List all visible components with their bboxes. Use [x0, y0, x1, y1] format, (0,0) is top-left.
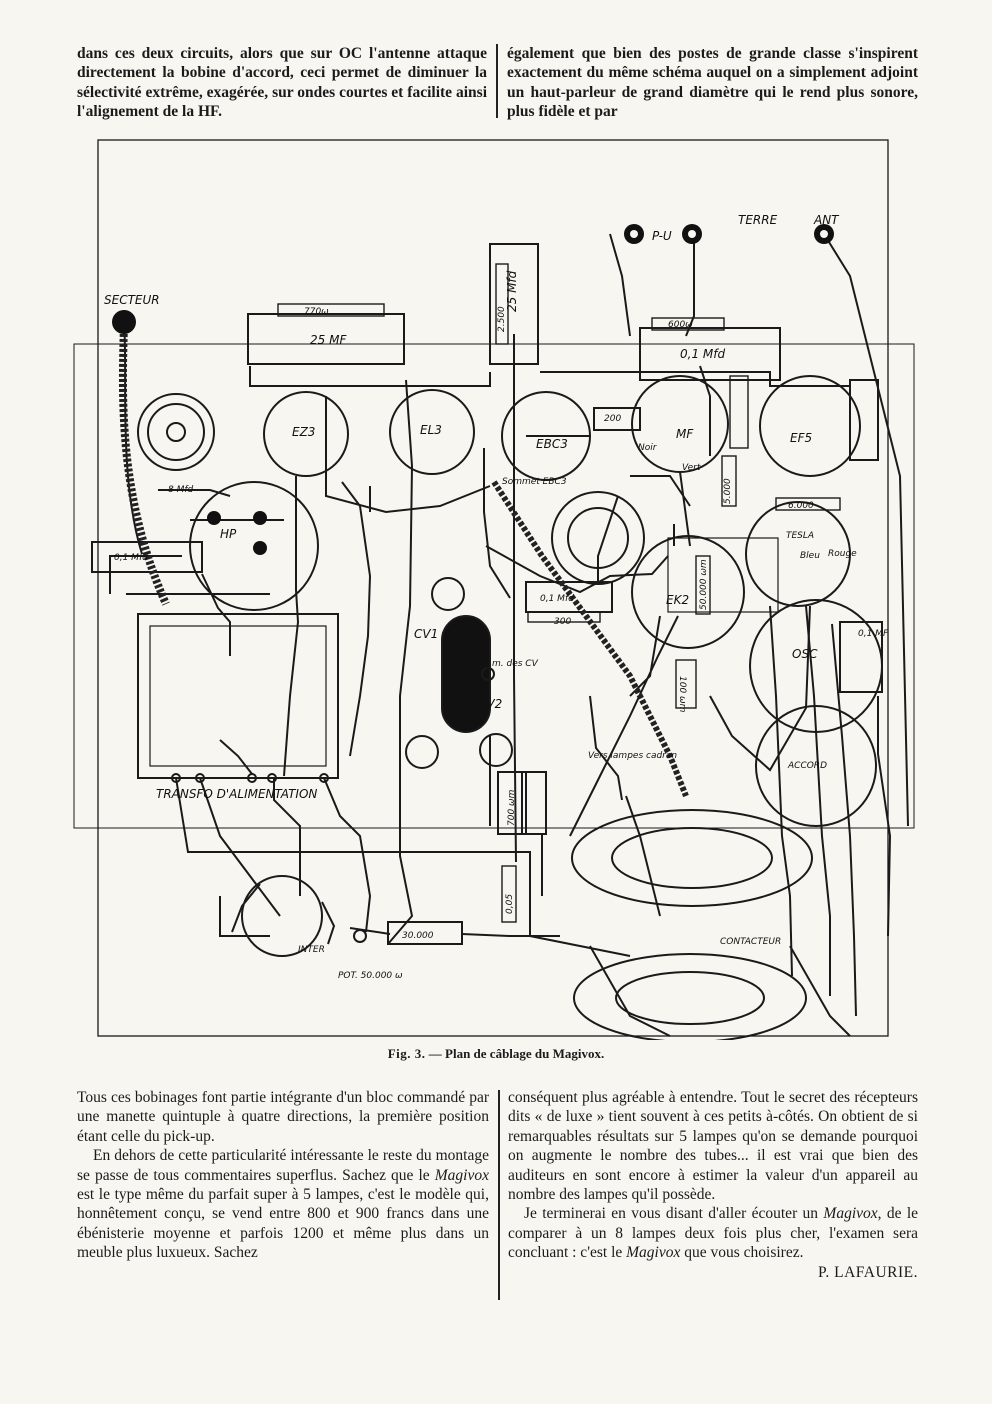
- brand-name: Magivox: [823, 1205, 878, 1223]
- label-mdescv: m. des CV: [492, 659, 539, 669]
- label-transfo: TRANSFO D'ALIMENTATION: [156, 787, 317, 801]
- bottom-right-paragraph-1: conséquent plus agréable à entendre. Tou…: [508, 1089, 918, 1204]
- label-el3: EL3: [420, 423, 442, 437]
- paragraph-text: est le type même du parfait super à 5 la…: [77, 1186, 489, 1262]
- label-c05: 0,05: [505, 894, 515, 914]
- label-ez3: EZ3: [292, 425, 315, 439]
- bottom-left-column: Tous ces bobinages font partie intégrant…: [77, 1088, 489, 1263]
- label-r700: 700 ωm: [507, 789, 517, 826]
- label-ef5: EF5: [790, 431, 812, 445]
- label-r100: 100 ωm: [677, 676, 687, 713]
- label-hp: HP: [220, 527, 237, 541]
- paragraph-text: En dehors de cette particularité intéres…: [77, 1147, 489, 1184]
- label-contacteur: CONTACTEUR: [720, 937, 781, 947]
- label-pot: POT. 50.000 ω: [338, 971, 403, 981]
- label-sommet: Sommet EBC3: [502, 477, 567, 487]
- label-c01top: 0,1 Mfd: [680, 347, 725, 361]
- label-r770: 770ω: [304, 307, 329, 317]
- label-terre: TERRE: [738, 213, 778, 227]
- caption-text: Plan de câblage du Magivox.: [445, 1046, 605, 1061]
- label-c25hf: 25 MF: [310, 333, 347, 347]
- label-r30000: 30.000: [402, 931, 434, 941]
- label-osc: OSC: [792, 647, 818, 661]
- caption-dash: —: [428, 1046, 442, 1061]
- top-left-paragraph: dans ces deux circuits, alors que sur OC…: [77, 45, 487, 121]
- label-cv2: CV2: [478, 697, 502, 711]
- label-c01mid: 0,1 Mfd: [540, 594, 574, 604]
- label-vert: Vert: [682, 463, 701, 473]
- figure-caption: Fig. 3. — Plan de câblage du Magivox.: [0, 1046, 992, 1062]
- column-divider-bottom: [498, 1090, 500, 1300]
- top-left-column: dans ces deux circuits, alors que sur OC…: [77, 44, 487, 122]
- brand-name: Magivox: [626, 1244, 681, 1262]
- caption-figure-number: Fig. 3.: [387, 1046, 426, 1061]
- bottom-left-paragraph-1: Tous ces bobinages font partie intégrant…: [77, 1089, 489, 1145]
- label-vers: Vers lampes cadran: [588, 751, 677, 761]
- label-inter: INTER: [298, 945, 325, 955]
- label-c01right: 0,1 MF: [858, 629, 889, 639]
- label-mf: MF: [676, 427, 694, 441]
- label-r300: 300: [554, 617, 571, 627]
- label-c01left: 0,1 Mfd: [114, 553, 148, 563]
- label-bleu: Bleu: [800, 551, 820, 561]
- label-r2500: 2.500: [497, 306, 507, 332]
- label-r5000: 5.000: [723, 478, 733, 504]
- label-ant: ANT: [813, 213, 840, 227]
- label-accord: ACCORD: [787, 761, 827, 771]
- label-r200: 200: [604, 414, 621, 424]
- bottom-left-paragraph-2: En dehors de cette particularité intéres…: [77, 1146, 489, 1262]
- top-right-paragraph: également que bien des postes de grande …: [507, 45, 918, 121]
- label-c25mfd: 25 Mfd: [505, 270, 519, 312]
- paragraph-text: , de le comparer à un 8 lampes deux fois…: [508, 1205, 919, 1262]
- column-divider-top: [496, 44, 498, 118]
- label-r6000: 6.000: [788, 501, 814, 511]
- bottom-right-column: conséquent plus agréable à entendre. Tou…: [508, 1088, 918, 1282]
- label-tesla: TESLA: [786, 531, 814, 541]
- wiring-diagram: SECTEUR P-U TERRE ANT 770ω 25 MF 25 Mfd …: [73, 139, 915, 1040]
- label-r600: 600ω: [668, 320, 693, 330]
- label-noir: Noir: [638, 443, 658, 453]
- label-pu: P-U: [652, 229, 672, 243]
- bottom-right-paragraph-2: Je terminerai en vous disant d'aller éco…: [508, 1204, 919, 1280]
- label-rouge: Rouge: [828, 549, 857, 559]
- paragraph-text: Je terminerai en vous disant d'aller éco…: [524, 1205, 824, 1223]
- label-r50000: 50.000 ωm: [699, 559, 709, 610]
- label-ebc3: EBC3: [536, 437, 568, 451]
- label-c8: 8 Mfd: [168, 485, 194, 495]
- label-secteur: SECTEUR: [104, 293, 160, 307]
- label-cv1: CV1: [414, 627, 438, 641]
- paragraph-text: que vous choisirez.: [680, 1244, 804, 1262]
- author-signature: P. LAFAURIE.: [817, 1263, 918, 1281]
- top-right-column: également que bien des postes de grande …: [507, 44, 918, 122]
- label-ek2: EK2: [666, 593, 689, 607]
- brand-name: Magivox: [434, 1166, 489, 1184]
